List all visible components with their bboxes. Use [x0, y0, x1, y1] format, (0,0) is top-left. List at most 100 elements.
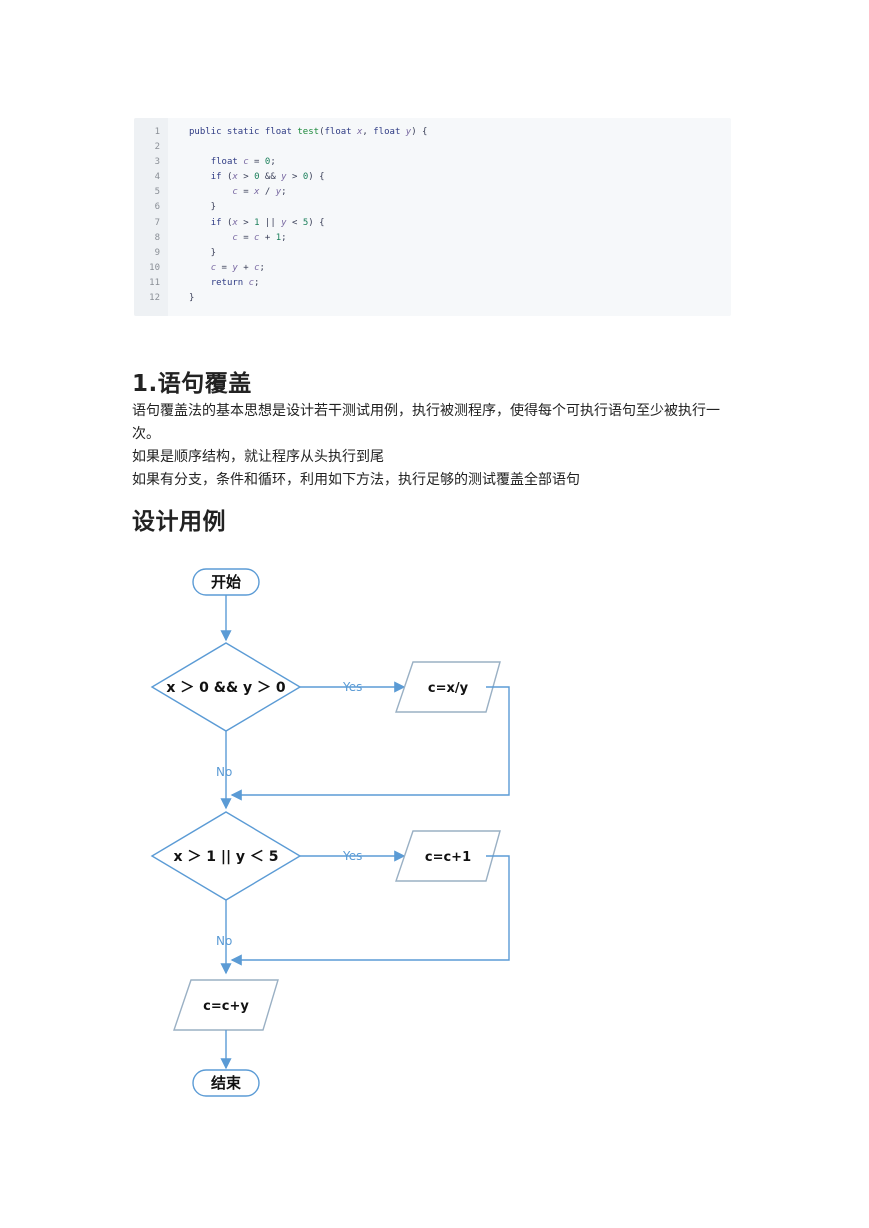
end-label: 结束 — [211, 1074, 242, 1092]
code-token: y — [281, 172, 287, 182]
code-line: 9 } — [134, 246, 731, 261]
line-number: 10 — [149, 263, 160, 273]
code-text: float c = 0; — [189, 155, 276, 170]
code-token: return — [210, 278, 249, 288]
code-line: 8 c = c + 1; — [134, 231, 731, 246]
code-token: && — [259, 172, 282, 182]
code-token: } — [189, 248, 217, 258]
code-token: test — [297, 127, 320, 137]
decision-2-label: x ＞ 1 || y ＜ 5 — [173, 849, 278, 865]
code-token: ) { — [308, 172, 325, 182]
line-number-gutter — [134, 118, 168, 316]
code-text: return c; — [189, 276, 260, 291]
line-number: 2 — [154, 142, 160, 152]
code-text: c = y + c; — [189, 261, 265, 276]
process-2-shape — [395, 830, 501, 882]
code-token: y — [405, 127, 412, 137]
code-text: } — [189, 291, 194, 306]
line-number: 6 — [154, 202, 160, 212]
code-token: = — [248, 157, 265, 167]
code-token: ; — [281, 187, 287, 197]
code-token: public static float — [189, 127, 298, 137]
process-3-label: c=c+y — [203, 999, 249, 1014]
line-number: 9 — [154, 248, 160, 258]
code-token: > — [237, 172, 255, 182]
code-token: < — [286, 218, 303, 228]
code-token: = — [237, 233, 255, 243]
section-heading-statement-coverage: 1.语句覆盖 — [132, 371, 252, 397]
code-token: y — [232, 263, 238, 273]
code-text: c = c + 1; — [189, 231, 287, 246]
line-number: 8 — [154, 233, 160, 243]
code-token: , — [362, 127, 374, 137]
code-token: c — [248, 278, 255, 288]
code-token: ) { — [308, 218, 325, 228]
process-1-label: c=x/y — [428, 681, 469, 696]
code-line: 5 c = x / y; — [134, 185, 731, 200]
code-token: c — [254, 233, 260, 243]
code-token: float — [210, 157, 244, 167]
no-label-2: No — [216, 934, 232, 948]
process-3-shape — [173, 979, 279, 1031]
start-label: 开始 — [211, 573, 241, 591]
paragraph-branching: 如果有分支，条件和循环，利用如下方法，执行足够的测试覆盖全部语句 — [132, 472, 580, 488]
code-token: ; — [254, 278, 260, 288]
code-token: } — [189, 202, 217, 212]
code-token: if — [210, 172, 222, 182]
code-token: ( — [319, 127, 325, 137]
code-token: > — [237, 218, 255, 228]
code-line: 12} — [134, 291, 731, 306]
code-text: } — [189, 200, 216, 215]
code-token: c — [232, 233, 238, 243]
code-token — [189, 263, 211, 273]
code-token — [189, 157, 211, 167]
code-token: ; — [281, 233, 287, 243]
no-label-1: No — [216, 765, 232, 779]
code-token — [189, 218, 211, 228]
code-token: float — [324, 127, 357, 137]
yes-label-2: Yes — [342, 849, 362, 863]
code-token: x — [254, 187, 260, 197]
code-text: } — [189, 246, 216, 261]
code-token: 1 — [275, 233, 282, 243]
decision-1-label: x ＞ 0 && y ＞ 0 — [166, 680, 286, 696]
code-token: 5 — [302, 218, 309, 228]
process-1-shape — [395, 661, 501, 713]
line-number: 1 — [154, 127, 160, 137]
code-token: + — [259, 233, 276, 243]
line-number: 3 — [154, 157, 160, 167]
code-token — [189, 278, 211, 288]
code-token: c — [254, 263, 260, 273]
code-token: 0 — [302, 172, 309, 182]
code-line: 3 float c = 0; — [134, 155, 731, 170]
code-token: float — [373, 127, 406, 137]
code-line: 10 c = y + c; — [134, 261, 731, 276]
code-line: 2 — [134, 140, 731, 155]
code-token — [189, 233, 232, 243]
line-number: 4 — [154, 172, 160, 182]
code-token: ( — [221, 218, 233, 228]
code-token: ; — [259, 263, 265, 273]
code-token: = — [237, 187, 255, 197]
code-text: if (x > 0 && y > 0) { — [189, 170, 325, 185]
code-line: 1 public static float test(float x, float… — [134, 125, 731, 140]
code-token: } — [189, 293, 195, 303]
code-token: 1 — [254, 218, 260, 228]
end-terminal — [192, 1069, 260, 1097]
connector-process1-return — [230, 686, 510, 801]
line-number: 7 — [154, 218, 160, 228]
code-token: y — [275, 187, 282, 197]
flowchart: 开始 x ＞ 0 && y ＞ 0 c=x/y x ＞ 1 || y ＜ 5 c… — [0, 540, 869, 1110]
code-token: c — [210, 263, 217, 273]
code-token: y — [281, 218, 287, 228]
connector-process2-return — [230, 855, 510, 966]
code-line: 6 } — [134, 200, 731, 215]
paragraph-sequential: 如果是顺序结构，就让程序从头执行到尾 — [132, 449, 384, 465]
code-token: || — [259, 218, 282, 228]
code-token — [189, 172, 211, 182]
line-number: 5 — [154, 187, 160, 197]
code-token: c — [243, 157, 249, 167]
code-token: if — [210, 218, 222, 228]
code-token: > — [286, 172, 303, 182]
code-text: public static float test(float x, float … — [189, 125, 427, 140]
